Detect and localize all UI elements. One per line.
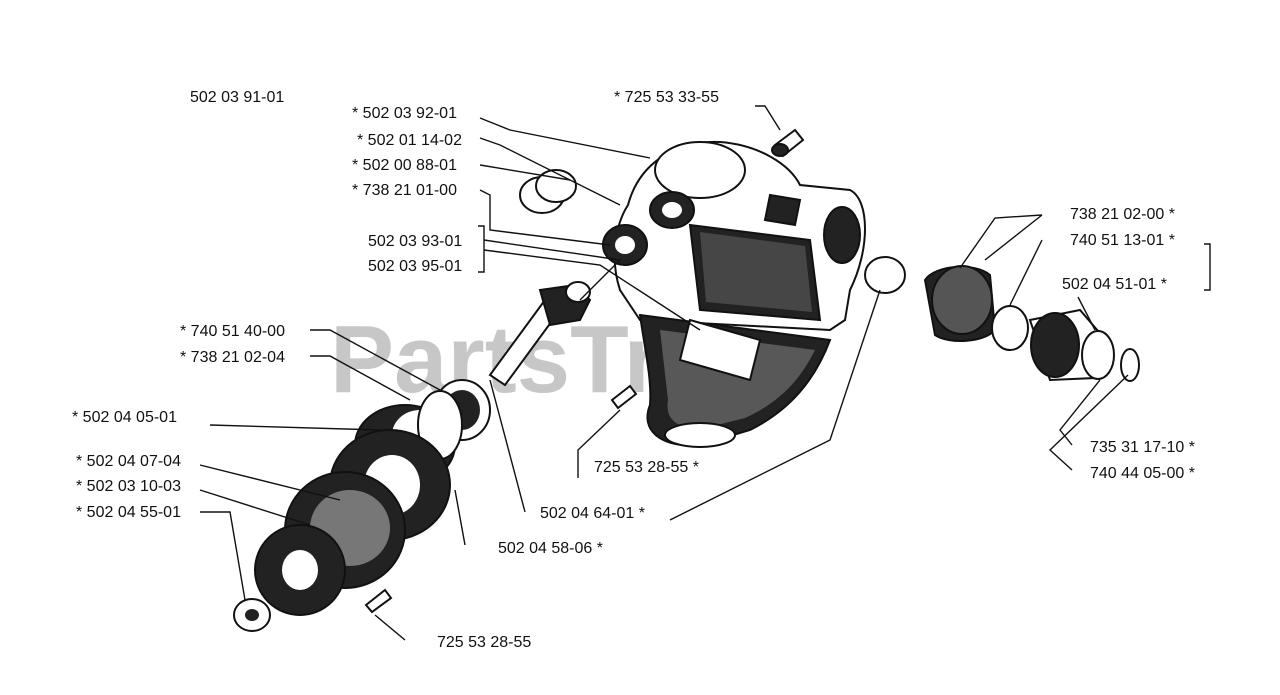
part-number-label: 735 31 17-10 * [1090,439,1195,456]
part-number-label: 740 51 13-01 * [1070,232,1175,249]
part-number-label: 502 04 51-01 * [1062,276,1167,293]
part-number-label: * 502 00 88-01 [352,157,457,174]
part-number-label: * 738 21 01-00 [352,182,457,199]
part-number-label: 740 44 05-00 * [1090,465,1195,482]
gear-housing [613,140,866,332]
upper-bearing [602,224,648,266]
part-number-label: 502 03 95-01 [368,258,462,275]
lower-screw [364,384,638,614]
part-number-label: 738 21 02-00 * [1070,206,1175,223]
nut [233,598,271,632]
part-number-label: 502 03 93-01 [368,233,462,250]
part-number-label: 502 04 64-01 * [540,505,645,522]
part-number-label: 502 03 91-01 [190,89,284,106]
part-number-label: 725 53 28-55 * [594,459,699,476]
part-number-label: * 502 04 07-04 [76,453,181,470]
right-shaft-assembly [864,256,1140,382]
top-screw [771,128,805,158]
part-number-label: 725 53 28-55 [437,634,531,651]
part-number-label: * 740 51 40-00 [180,323,285,340]
part-number-labels: 502 03 91-01 * 502 03 92-01 * 502 01 14-… [72,89,1195,651]
part-number-label: * 502 04 55-01 [76,504,181,521]
part-number-label: 502 04 58-06 * [498,540,603,557]
part-number-label: * 502 03 10-03 [76,478,181,495]
part-number-label: * 502 03 92-01 [352,105,457,122]
part-number-label: * 738 21 02-04 [180,349,285,366]
part-number-label: * 502 01 14-02 [357,132,462,149]
blade-guard [638,313,832,448]
pinion-shaft [488,281,592,387]
part-number-label: * 502 04 05-01 [72,409,177,426]
leader-lines [199,105,1211,641]
part-number-label: * 725 53 33-55 [614,89,719,106]
thrust-washer [254,524,346,616]
